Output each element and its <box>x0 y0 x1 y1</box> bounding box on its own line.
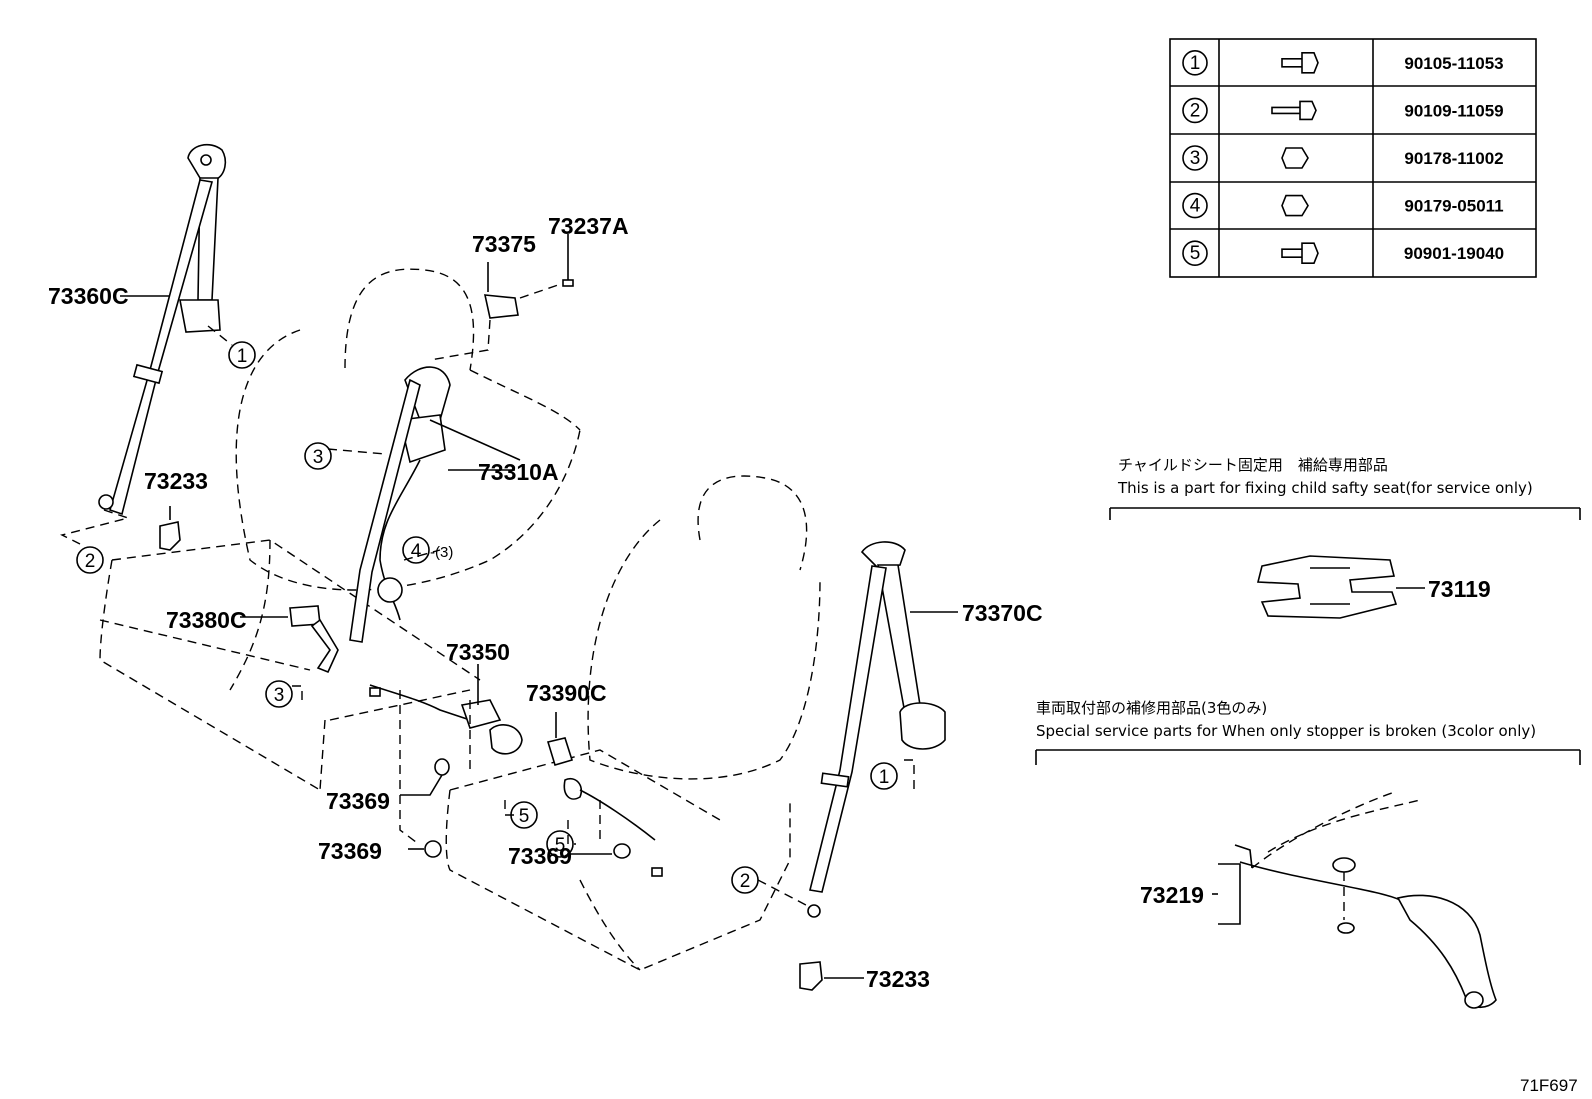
part-number: 90901-19040 <box>1404 244 1504 263</box>
svg-text:2: 2 <box>740 871 751 892</box>
center-harness-73350 <box>369 684 523 755</box>
ref-number: 4 <box>1190 196 1201 217</box>
washer-73369-a <box>434 758 450 776</box>
svg-text:3: 3 <box>274 685 285 706</box>
label-73350: 73350 <box>446 639 510 665</box>
note-4-suffix: -(3) <box>430 544 453 561</box>
label-73370c: 73370C <box>962 600 1043 626</box>
fastener-table <box>1169 38 1537 278</box>
callout-1-top: 1 <box>228 341 256 369</box>
ref-circle <box>1182 240 1208 266</box>
ref-number: 5 <box>1190 243 1201 264</box>
svg-text:3: 3 <box>313 447 324 468</box>
ref-circle <box>1182 97 1208 124</box>
callout-5-b: 5 <box>546 830 574 858</box>
ref-circle <box>1182 145 1208 171</box>
part-number: 90109-11059 <box>1404 101 1503 120</box>
part-number: 90178-11002 <box>1404 149 1503 168</box>
label-73360c: 73360C <box>48 283 129 309</box>
svg-text:1: 1 <box>879 767 890 788</box>
ref-number: 3 <box>1190 148 1201 169</box>
label-73369-a: 73369 <box>326 788 390 814</box>
child-seat-note-en: This is a part for fixing child safty se… <box>1117 479 1533 497</box>
right-seat-outline <box>445 475 821 971</box>
diagram-code: 71F697 <box>1520 1076 1578 1095</box>
label-73390c: 73390C <box>526 680 607 706</box>
part-number: 90105-11053 <box>1404 54 1503 73</box>
stopper-note-en: Special service parts for When only stop… <box>1036 722 1536 740</box>
washer-73369-b <box>424 840 442 858</box>
callout-1-right: 1 <box>870 762 898 790</box>
label-73380c: 73380C <box>166 607 247 633</box>
fastener-row: 5 90901-19040 <box>1182 240 1504 266</box>
label-73310a: 73310A <box>478 459 559 485</box>
fastener-row: 1 90105-11053 <box>1182 49 1504 76</box>
flange-nut-icon <box>1281 147 1309 169</box>
nut-icon <box>1281 194 1309 217</box>
fastener-row: 2 90109-11059 <box>1182 97 1504 124</box>
label-73119: 73119 <box>1428 576 1491 602</box>
ref-number: 1 <box>1190 53 1201 74</box>
svg-text:5: 5 <box>555 835 566 856</box>
label-73237a: 73237A <box>548 213 629 239</box>
stopper-73219 <box>1234 791 1497 1009</box>
fastener-row: 3 90178-11002 <box>1182 145 1504 171</box>
flange-bolt-icon <box>1281 242 1319 264</box>
center-belt-73310a <box>349 294 519 643</box>
outer-belt-73370c <box>807 541 946 918</box>
callout-3-lower: 3 <box>265 680 293 708</box>
ref-circle <box>1182 192 1208 219</box>
svg-text:1: 1 <box>237 346 248 367</box>
left-seat-outline <box>99 268 581 791</box>
child-seat-plate-73119 <box>1256 555 1398 619</box>
callout-4: 4 <box>402 536 430 564</box>
label-73233-right: 73233 <box>866 966 930 992</box>
outer-belt-73360c <box>98 143 227 516</box>
label-73369-b: 73369 <box>318 838 382 864</box>
buckle-73380c <box>289 605 339 674</box>
part-number: 90179-05011 <box>1404 197 1503 216</box>
label-73369-c: 73369 <box>508 843 572 869</box>
anchor-cover-73233-right <box>799 961 823 991</box>
svg-text:2: 2 <box>85 551 96 572</box>
callout-3-upper: 3 <box>304 442 332 470</box>
label-73219: 73219 <box>1140 882 1204 908</box>
label-73233-left: 73233 <box>144 468 208 494</box>
buckle-73390c <box>546 737 663 877</box>
fastener-row: 4 90179-05011 <box>1182 192 1504 219</box>
ref-circle <box>1182 49 1208 76</box>
stopper-note-jp: 車両取付部の補修用部品(3色のみ) <box>1036 699 1267 717</box>
child-seat-note-jp: チャイルドシート固定用 補給専用部品 <box>1118 456 1388 474</box>
callout-2-right: 2 <box>731 866 759 894</box>
washer-73369-c <box>613 843 631 859</box>
long-bolt-icon <box>1271 100 1317 121</box>
callout-5-a: 5 <box>510 801 538 829</box>
flange-bolt-icon <box>1281 51 1319 74</box>
fastener-table-rows: 1 90105-11053 2 90109-11059 3 90178-11002 4 901… <box>1182 49 1504 266</box>
callout-2-left: 2 <box>76 546 104 574</box>
label-73375: 73375 <box>472 231 536 257</box>
ref-number: 2 <box>1190 100 1201 121</box>
svg-text:5: 5 <box>519 806 530 827</box>
svg-text:4: 4 <box>411 541 422 562</box>
anchor-cover-73233-left <box>159 521 181 551</box>
